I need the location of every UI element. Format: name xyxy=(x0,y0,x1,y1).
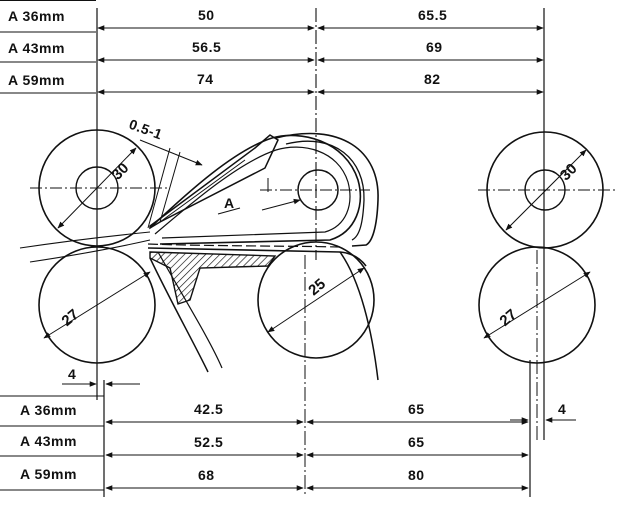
zone-a-label: A xyxy=(224,195,235,211)
roller-upper-left-dia: 30 xyxy=(109,160,133,184)
roller-lower-right xyxy=(478,246,596,364)
roller-upper-left xyxy=(30,129,170,247)
bottom-row-1-right: 65 xyxy=(408,401,425,417)
bottom-row-1-label: A 36mm xyxy=(20,402,77,418)
top-row-2-right: 69 xyxy=(426,39,443,55)
bottom-row-3-right: 80 xyxy=(408,467,425,483)
drafting-apron-assembly xyxy=(19,132,379,381)
top-row-3-label: A 59mm xyxy=(8,72,65,88)
roller-upper-right xyxy=(478,131,615,249)
offset-left-label: 4 xyxy=(68,366,76,382)
roller-lower-right-dia: 27 xyxy=(496,306,520,330)
offset-right-label: 4 xyxy=(558,401,566,417)
top-row-1-right: 65.5 xyxy=(418,7,447,23)
top-row-2-label: A 43mm xyxy=(8,40,65,56)
bottom-row-3-label: A 59mm xyxy=(20,466,77,482)
roller-lower-middle xyxy=(257,241,375,359)
top-dimension-table xyxy=(0,0,544,95)
top-row-3-left: 74 xyxy=(197,71,214,87)
offset-dimensions xyxy=(62,381,576,423)
bottom-row-2-label: A 43mm xyxy=(20,433,77,449)
roller-upper-right-dia: 30 xyxy=(557,160,581,184)
roller-lower-middle-dia: 25 xyxy=(305,275,329,299)
gap-label: 0.5-1 xyxy=(127,116,165,143)
top-row-1-left: 50 xyxy=(198,7,215,23)
bottom-dimension-table xyxy=(0,395,529,491)
top-row-2-left: 56.5 xyxy=(192,39,221,55)
bottom-row-1-left: 42.5 xyxy=(194,401,223,417)
bottom-row-3-left: 68 xyxy=(198,467,215,483)
top-row-3-right: 82 xyxy=(424,71,441,87)
roller-lower-left xyxy=(38,246,156,364)
top-row-1-label: A 36mm xyxy=(8,8,65,24)
bottom-row-2-right: 65 xyxy=(408,434,425,450)
bottom-row-2-left: 52.5 xyxy=(194,434,223,450)
